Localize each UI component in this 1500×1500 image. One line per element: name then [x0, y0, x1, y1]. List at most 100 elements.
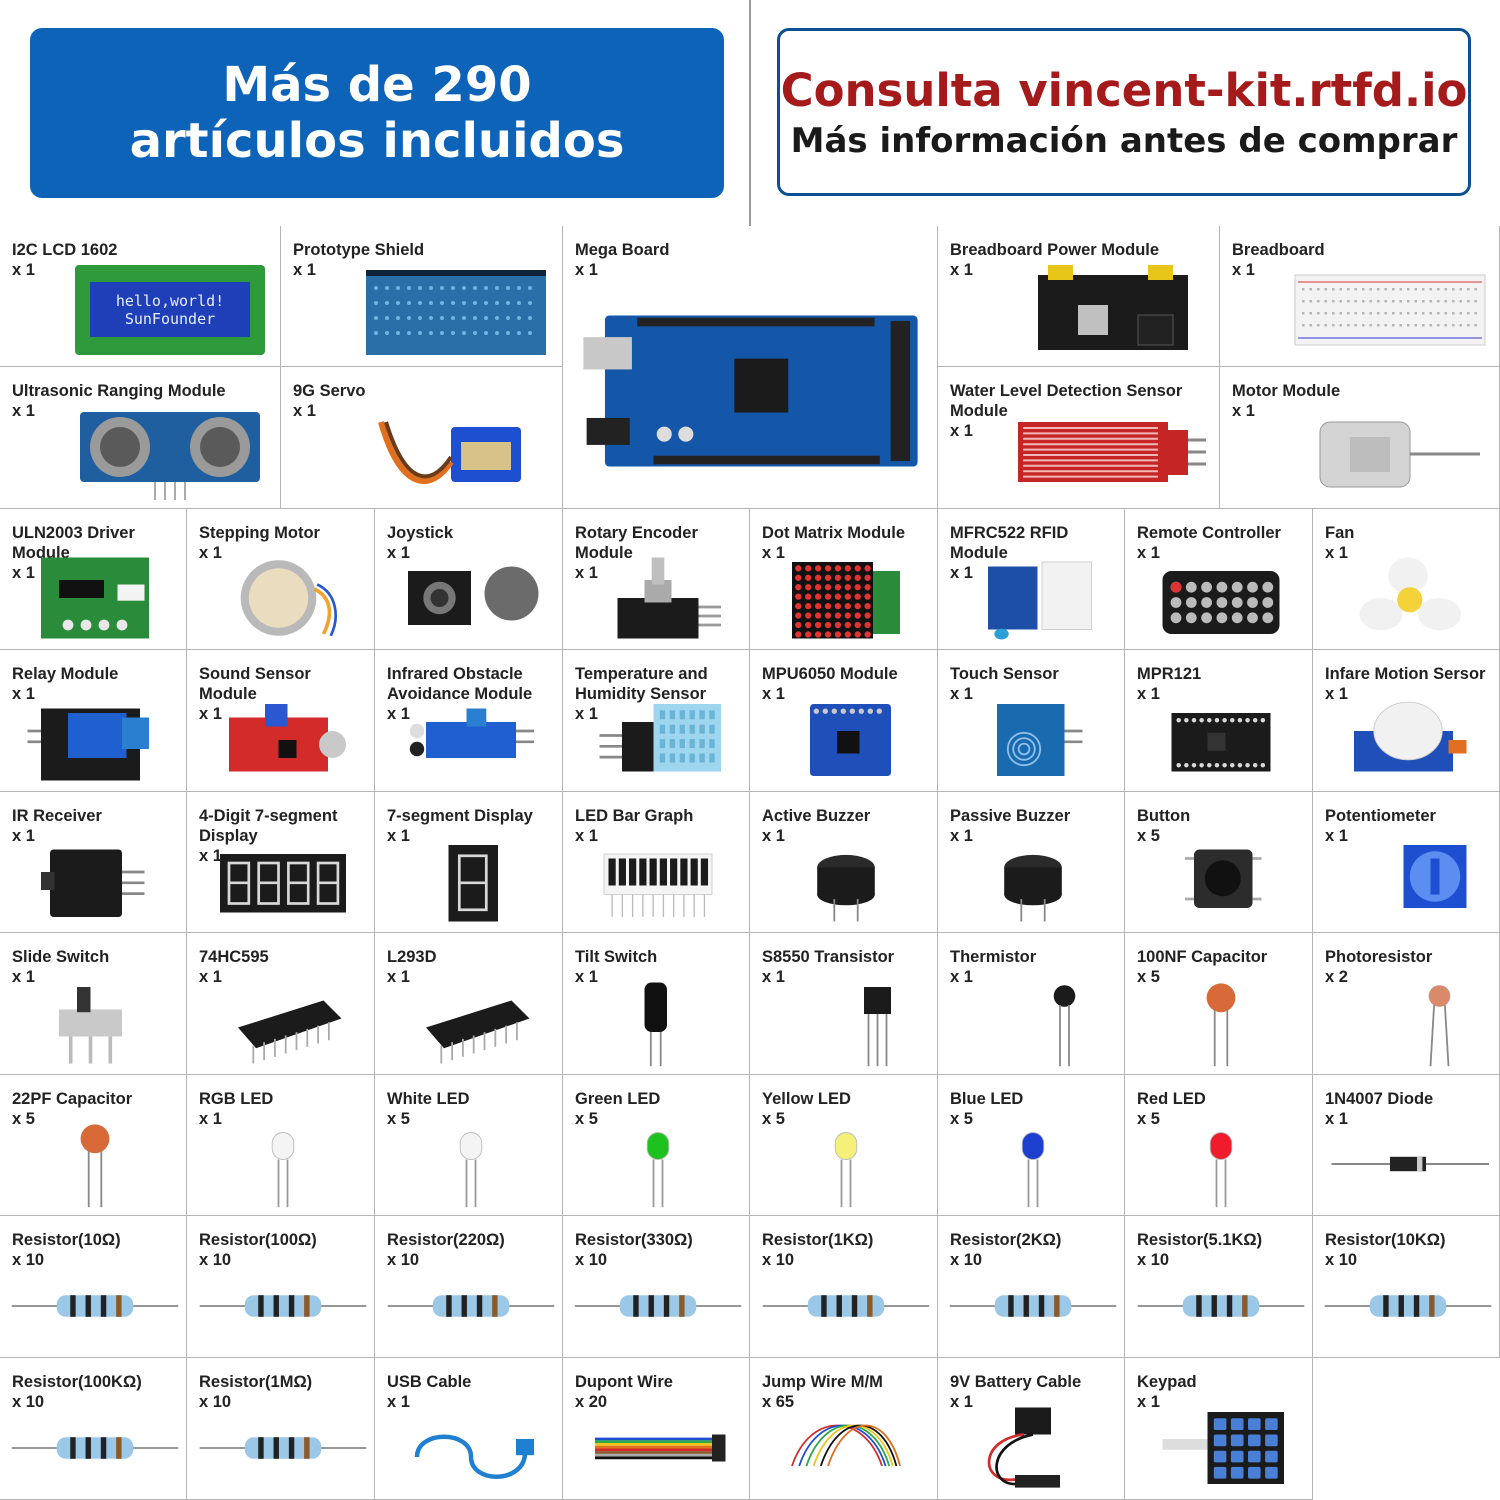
component-name: Resistor(100KΩ) x 10 — [12, 1372, 182, 1412]
component-quantity: x 1 — [762, 827, 785, 845]
component-name-text: Water Level Detection Sensor Module — [950, 382, 1183, 420]
component-quantity: x 10 — [762, 1251, 795, 1269]
resistor-icon — [10, 1261, 180, 1351]
component-quantity: x 1 — [950, 261, 973, 279]
info-link-subtitle: Más información antes de comprar — [790, 120, 1458, 161]
component-card-resistor-330: Resistor(330Ω)x 10 — [563, 1216, 750, 1358]
component-quantity: x 2 — [1325, 968, 1348, 986]
component-quantity: x 10 — [12, 1393, 45, 1411]
diode-icon — [1323, 1119, 1493, 1209]
component-quantity: x 1 — [1325, 685, 1348, 703]
component-name-text: 7-segment Display — [387, 807, 533, 825]
component-card-resistor-10k: Resistor(10KΩ)x 10 — [1313, 1216, 1500, 1358]
component-name-text: Motor Module — [1232, 382, 1341, 400]
component-name-text: Resistor(2KΩ) — [950, 1231, 1062, 1249]
component-name-text: Breadboard Power Module — [950, 241, 1160, 259]
info-link-box[interactable]: Consulta vincent-kit.rtfd.io Más informa… — [777, 28, 1471, 196]
mega-board-icon — [578, 296, 923, 486]
component-name-text: Resistor(220Ω) — [387, 1231, 505, 1249]
component-quantity: x 5 — [950, 1110, 973, 1128]
component-name-text: White LED — [387, 1090, 470, 1108]
component-name-text: RGB LED — [199, 1090, 274, 1108]
component-quantity: x 1 — [199, 705, 222, 723]
component-quantity: x 1 — [199, 1110, 222, 1128]
component-name-text: Mega Board — [575, 241, 670, 259]
component-quantity: x 1 — [387, 968, 410, 986]
component-quantity: x 1 — [950, 564, 973, 582]
four-digit-display-icon — [198, 836, 368, 926]
resistor-icon — [1136, 1261, 1306, 1351]
component-quantity: x 1 — [387, 544, 410, 562]
component-name-text: Dot Matrix Module — [762, 524, 905, 542]
component-quantity: x 10 — [387, 1251, 420, 1269]
component-name-text: 74HC595 — [199, 948, 269, 966]
dot-matrix-icon — [761, 553, 931, 643]
component-name-text: Resistor(100Ω) — [199, 1231, 317, 1249]
resistor-icon — [573, 1261, 743, 1351]
power-module-icon — [1008, 260, 1208, 360]
component-quantity: x 1 — [1325, 827, 1348, 845]
component-quantity: x 5 — [575, 1110, 598, 1128]
component-name-text: Resistor(100KΩ) — [12, 1373, 142, 1391]
component-quantity: x 20 — [575, 1393, 608, 1411]
component-name-text: Red LED — [1137, 1090, 1206, 1108]
component-name-text: Infrared Obstacle Avoidance Module — [387, 665, 533, 703]
component-name: RGB LED x 1 — [199, 1089, 369, 1129]
component-name-text: L293D — [387, 948, 437, 966]
led-icon — [198, 1119, 368, 1209]
potentiometer-icon — [1323, 836, 1493, 926]
info-link-title[interactable]: Consulta vincent-kit.rtfd.io — [780, 63, 1468, 117]
component-name: Resistor(220Ω) x 10 — [387, 1230, 557, 1270]
component-name: Resistor(10KΩ)x 10 — [1325, 1230, 1495, 1270]
component-name: Resistor(10Ω)x 10 — [12, 1230, 182, 1270]
breadboard-icon — [1290, 260, 1490, 360]
led-icon — [761, 1119, 931, 1209]
battery-cable-icon — [948, 1403, 1118, 1493]
component-card-resistor-1k: Resistor(1KΩ)x 10 — [750, 1216, 938, 1358]
component-name: L293D x 1 — [387, 947, 557, 987]
component-name-text: Yellow LED — [762, 1090, 851, 1108]
component-quantity: x 1 — [1232, 402, 1255, 420]
component-quantity: x 1 — [575, 261, 598, 279]
pir-sensor-icon — [1323, 695, 1493, 785]
component-name-text: Potentiometer — [1325, 807, 1436, 825]
rotary-encoder-icon — [573, 553, 743, 643]
component-quantity: x 1 — [762, 968, 785, 986]
header-banner: Más de 290 artículos incluidos Consulta … — [0, 0, 1500, 226]
component-name-text: Fan — [1325, 524, 1355, 542]
component-quantity: x 1 — [575, 827, 598, 845]
led-icon — [573, 1119, 743, 1209]
